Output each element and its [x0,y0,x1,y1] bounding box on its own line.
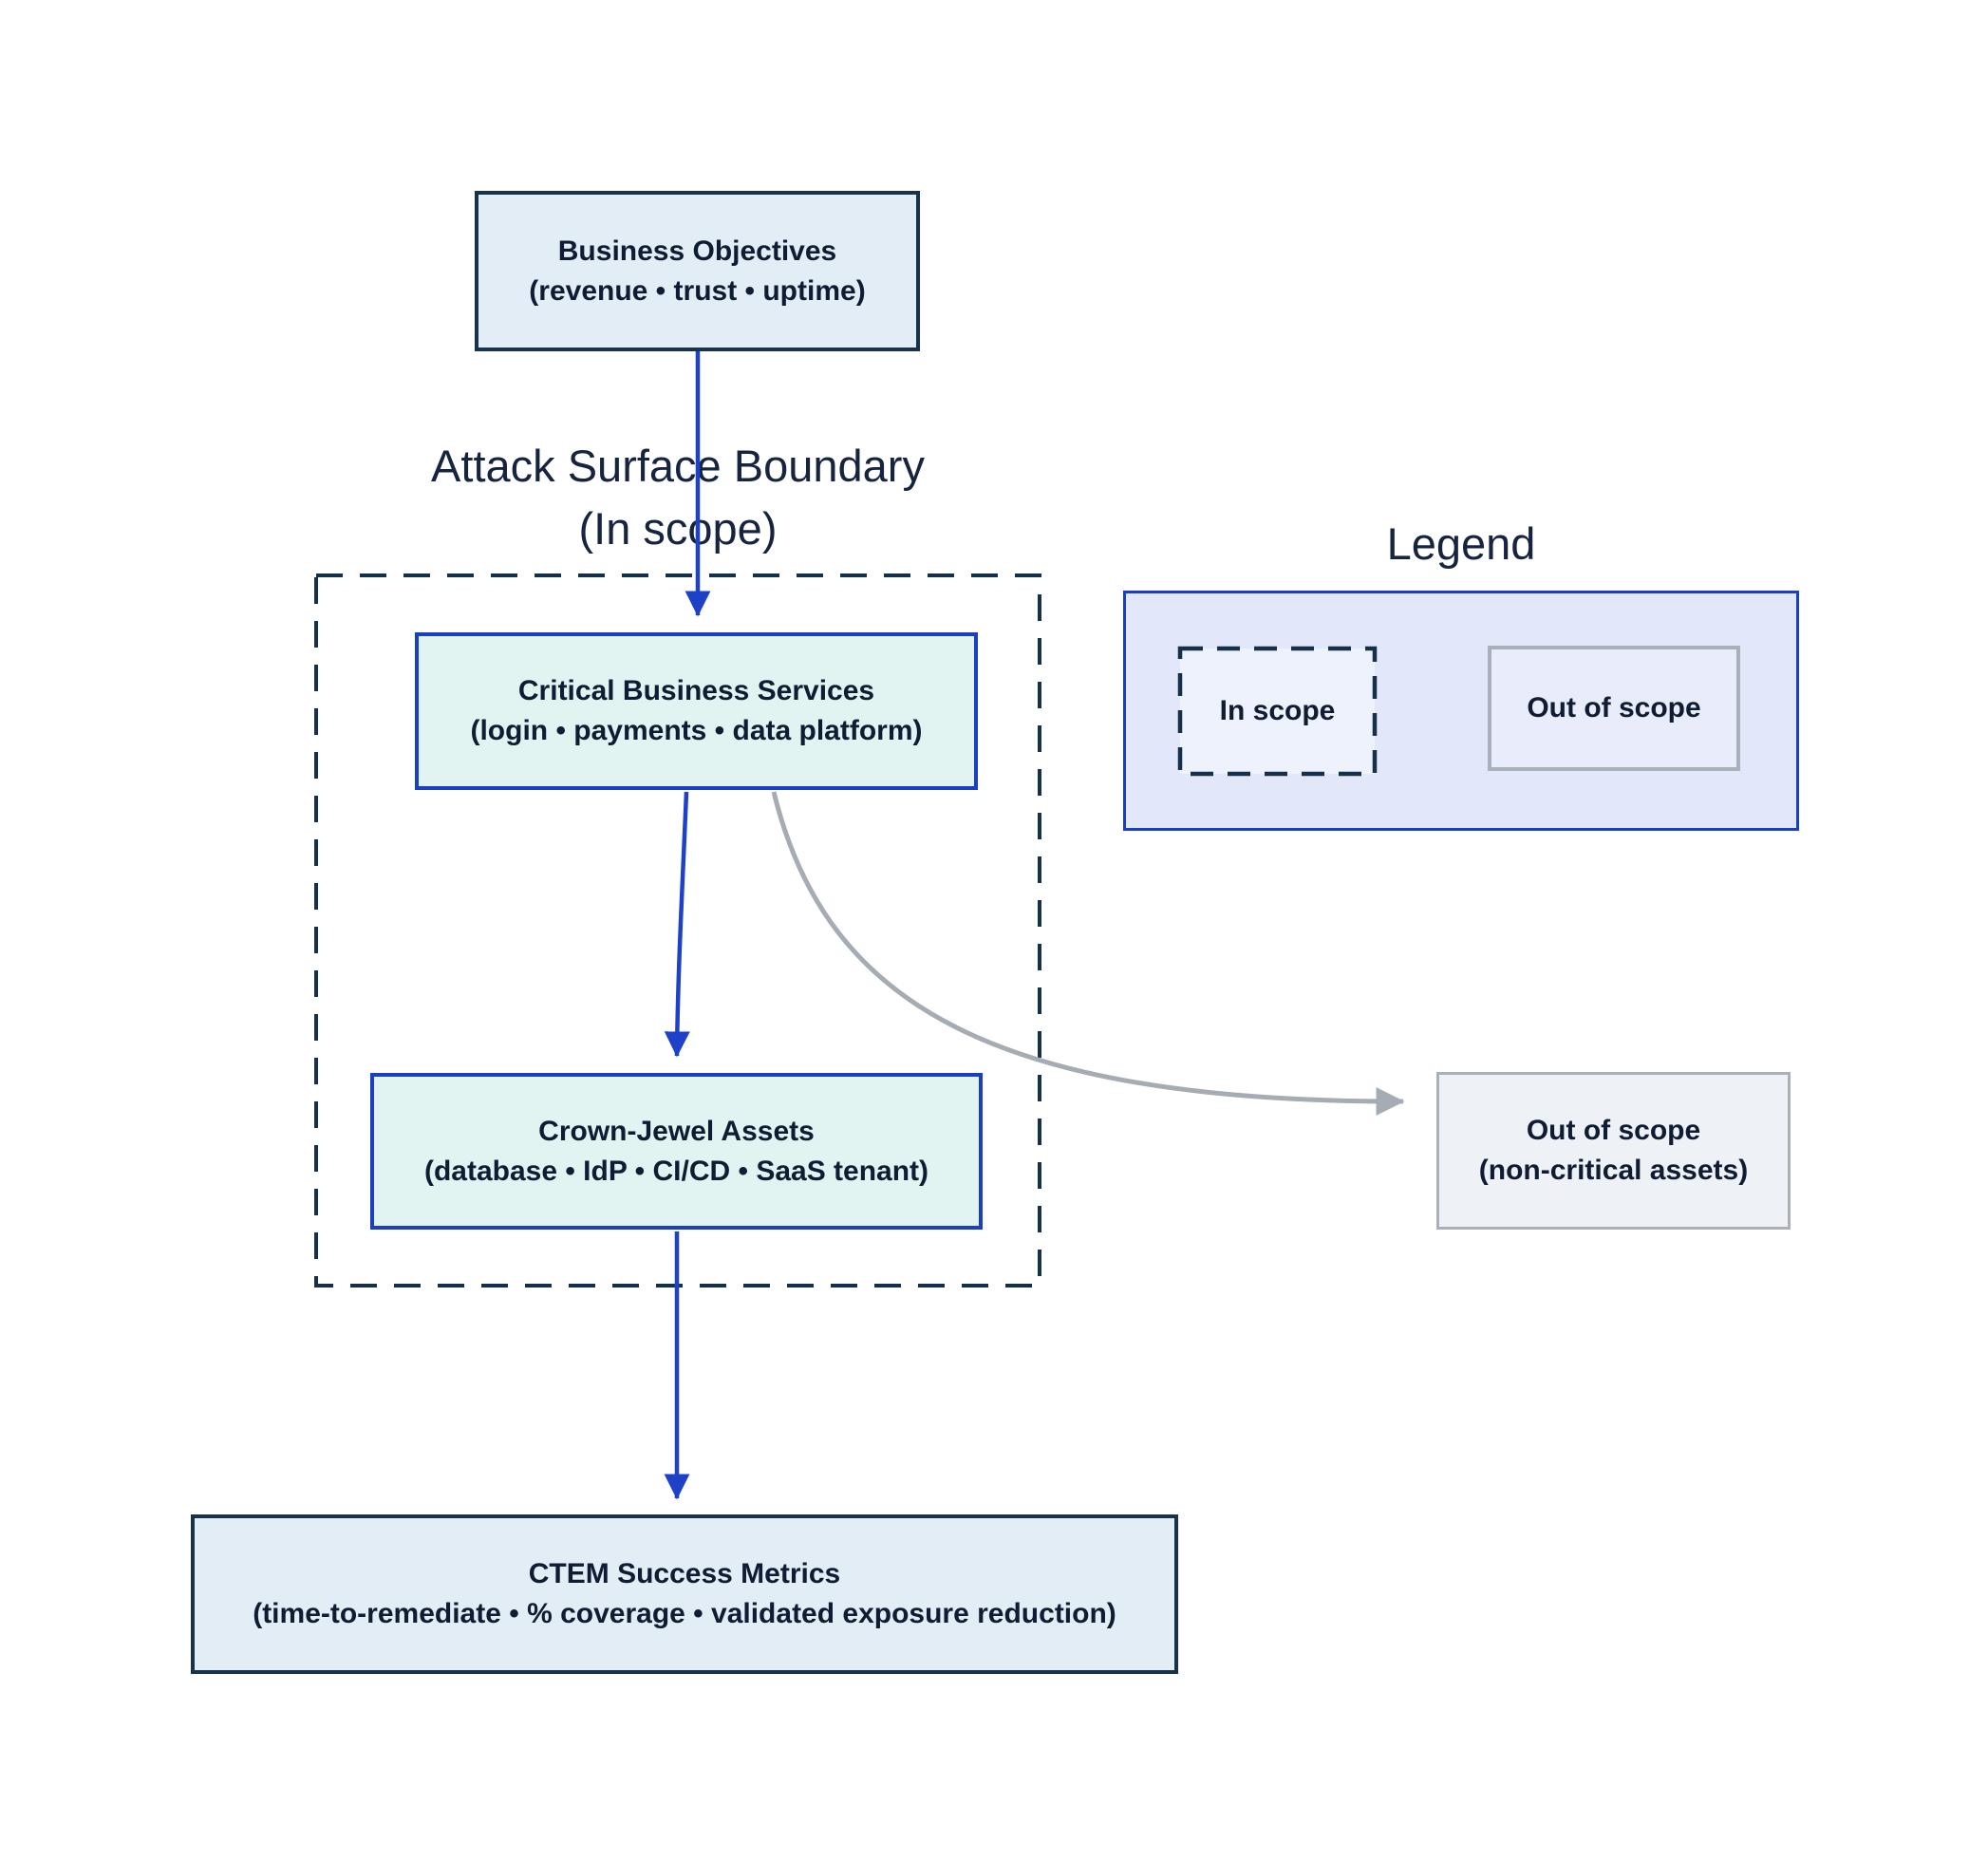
legend-title: Legend [1386,518,1536,569]
node-out-of-scope-assets: Out of scope (non-critical assets) [1436,1072,1791,1230]
legend-in-scope-sample: In scope [1180,649,1375,774]
node-business-objectives: Business Objectives (revenue • trust • u… [475,191,920,351]
boundary-title-line2: (In scope) [578,503,778,554]
legend-out-of-scope-label: Out of scope [1527,692,1701,724]
boundary-title-line1: Attack Surface Boundary [431,441,925,491]
node-critical-business-services: Critical Business Services (login • paym… [415,632,978,790]
node-out-of-scope-assets-subtitle: (non-critical assets) [1478,1155,1749,1186]
node-crown-jewel-assets: Crown-Jewel Assets (database • IdP • CI/… [370,1073,983,1230]
node-critical-business-services-subtitle: (login • payments • data platform) [470,715,923,746]
node-business-objectives-title: Business Objectives [557,235,837,267]
node-business-objectives-subtitle: (revenue • trust • uptime) [529,274,866,307]
node-out-of-scope-assets-title: Out of scope [1526,1115,1701,1146]
node-ctem-success-metrics-title: CTEM Success Metrics [528,1558,841,1589]
node-ctem-success-metrics: CTEM Success Metrics (time-to-remediate … [191,1514,1178,1674]
legend-in-scope-label: In scope [1219,695,1336,726]
legend-out-of-scope-sample: Out of scope [1488,646,1740,771]
node-crown-jewel-assets-subtitle: (database • IdP • CI/CD • SaaS tenant) [423,1155,929,1187]
node-crown-jewel-assets-title: Crown-Jewel Assets [538,1115,815,1147]
edge-critical-services-to-crown-jewel [664,791,690,1058]
edge-critical-services-to-out-of-scope [771,791,1405,1116]
node-ctem-success-metrics-subtitle: (time-to-remediate • % coverage • valida… [253,1598,1116,1629]
boundary-title: Attack Surface Boundary (In scope) [269,435,1087,560]
node-critical-business-services-title: Critical Business Services [517,675,875,706]
